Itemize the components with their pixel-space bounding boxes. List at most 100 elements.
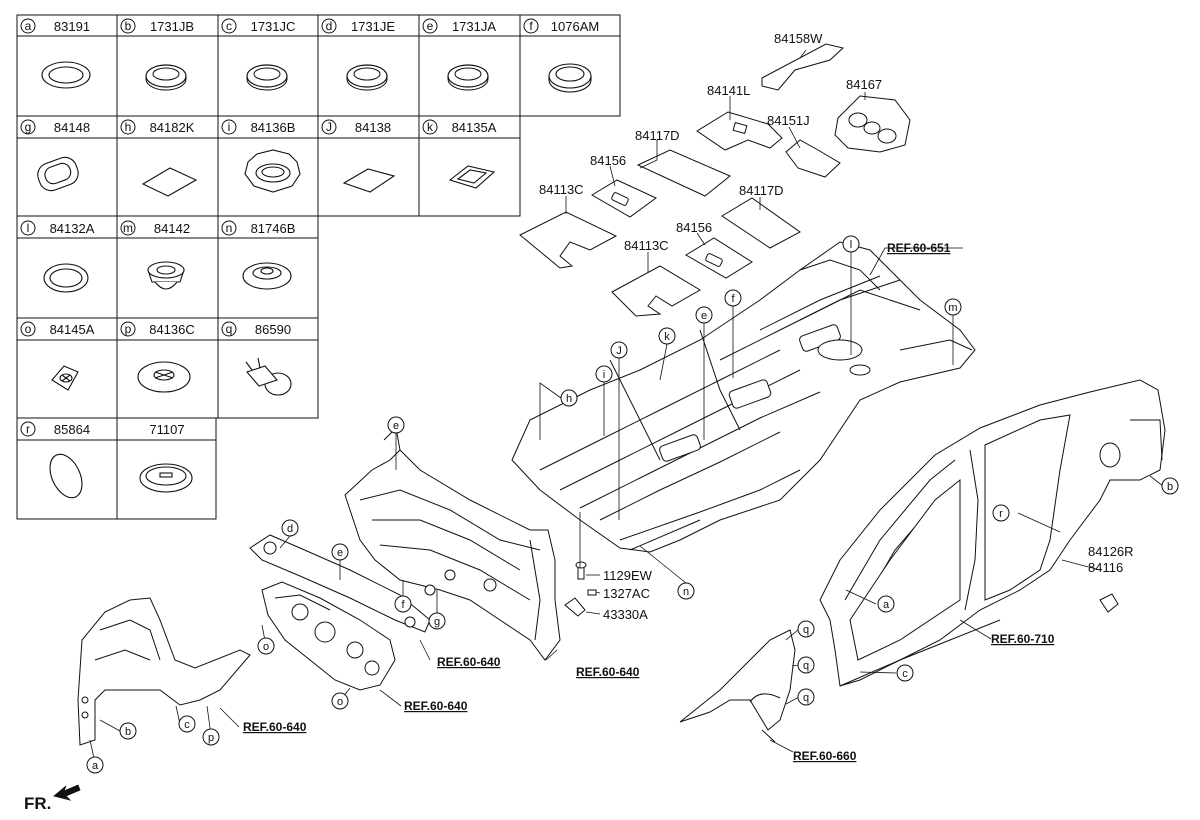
callout-k: k (664, 331, 670, 343)
plug-o-icon (51, 365, 79, 391)
plug-m-icon (147, 261, 185, 290)
floor-panel (511, 241, 976, 553)
front-fender (679, 629, 796, 743)
plug-p-icon (137, 361, 191, 393)
parts-table (16, 14, 621, 520)
pad-84117d-front (721, 197, 801, 249)
cell-part-m: 84142 (154, 221, 190, 236)
plug-a-icon (41, 61, 91, 89)
label-84117d-rear: 84117D (635, 128, 680, 143)
callout-a-front: a (92, 760, 99, 772)
front-direction: FR. (24, 784, 81, 813)
front-side-member (77, 597, 251, 746)
callout-circles (86, 235, 1179, 774)
cell-part-k: 84135A (452, 120, 497, 135)
cell-part-h: 84182K (150, 120, 195, 135)
dash-lower-panel (261, 581, 396, 691)
ref-60-660: REF.60-660 (793, 749, 857, 763)
cell-letter-e: e (427, 19, 434, 33)
ref-60-640-dash: REF.60-640 (437, 655, 501, 669)
cell-part-d: 1731JE (351, 19, 395, 34)
label-84158w: 84158W (774, 31, 823, 46)
cell-letter-g: g (25, 120, 32, 134)
callout-c-front: c (184, 719, 190, 731)
cell-part-p: 84136C (149, 322, 195, 337)
cell-part-r: 85864 (54, 422, 90, 437)
label-84126r: 84126R (1088, 544, 1134, 559)
cell-part-a: 83191 (54, 19, 90, 34)
cell-letter-d: d (326, 19, 333, 33)
front-arrow-icon (53, 784, 81, 801)
ref-60-651: REF.60-651 (887, 241, 951, 255)
label-1327ac: 1327AC (603, 586, 650, 601)
ref-labels: REF.60-651 REF.60-640 REF.60-640 REF.60-… (243, 241, 1055, 763)
table-part-drawings (37, 61, 592, 499)
callout-l: l (850, 239, 852, 251)
plug-n-icon (242, 262, 292, 290)
callout-r: r (999, 508, 1003, 520)
label-84151j: 84151J (767, 113, 810, 128)
label-84141l: 84141L (707, 83, 750, 98)
cell-letter-l: l (27, 221, 30, 235)
cell-part-j: 84138 (355, 120, 391, 135)
cell-letter-r: r (26, 422, 30, 436)
plug-b-icon (145, 64, 187, 91)
table-letter-circles (20, 18, 539, 437)
plug-f-icon (548, 63, 592, 93)
plug-i-icon (244, 149, 301, 193)
cell-letter-c: c (226, 19, 232, 33)
callout-q-3: q (803, 692, 809, 704)
pad-84151j (785, 139, 841, 178)
cell-letter-j: J (326, 120, 332, 134)
cell-part-q: 86590 (255, 322, 291, 337)
callout-f-floor: f (731, 293, 735, 305)
cell-letter-o: o (25, 322, 32, 336)
cell-part-f: 1076AM (551, 19, 599, 34)
cell-part-71107: 71107 (149, 422, 184, 437)
cell-letter-b: b (125, 19, 132, 33)
label-84167: 84167 (846, 77, 882, 92)
callout-h: h (566, 393, 572, 405)
pad-h-icon (141, 167, 198, 197)
cell-part-n: 81746B (251, 221, 296, 236)
cell-letter-f: f (529, 19, 533, 33)
callout-j: J (616, 345, 622, 357)
callout-m: m (948, 302, 957, 314)
callout-i: i (603, 369, 605, 381)
callout-e-dash: e (393, 420, 399, 432)
pad-84158w (761, 43, 845, 91)
ref-60-640-lower: REF.60-640 (404, 699, 468, 713)
callout-f-dash: f (401, 599, 405, 611)
callout-n: n (683, 586, 689, 598)
fr-label: FR. (24, 794, 51, 813)
pad-84117d-rear (636, 149, 731, 197)
side-body (819, 379, 1166, 687)
pad-84126r (1099, 593, 1119, 613)
cell-letter-i: i (228, 120, 231, 134)
plug-d-icon (346, 64, 388, 91)
callout-b-front: b (125, 726, 131, 738)
callout-d: d (287, 523, 293, 535)
pad-84113c-rear (519, 211, 618, 269)
callout-c-side: c (902, 668, 908, 680)
cell-letter-a: a (25, 19, 32, 33)
label-84113c-rear: 84113C (539, 182, 584, 197)
plug-l-icon (43, 263, 89, 293)
cowl-panel (249, 534, 431, 633)
cell-part-e: 1731JA (452, 19, 496, 34)
cell-letter-n: n (226, 221, 233, 235)
ref-60-710: REF.60-710 (991, 632, 1055, 646)
label-84116: 84116 (1088, 560, 1123, 575)
cell-letter-k: k (427, 120, 434, 134)
cell-part-g: 84148 (54, 120, 90, 135)
pad-j-icon (342, 168, 396, 193)
leader-lines (89, 49, 1164, 764)
label-84156-front: 84156 (676, 220, 712, 235)
plug-e-icon (447, 64, 489, 91)
callout-letters: l m f k e J i h e d e f g n o o b c p a … (92, 239, 1173, 772)
cell-letter-h: h (125, 120, 132, 134)
callout-q-1: q (803, 624, 809, 636)
cell-letter-q: q (226, 322, 233, 336)
label-84117d-front: 84117D (739, 183, 784, 198)
